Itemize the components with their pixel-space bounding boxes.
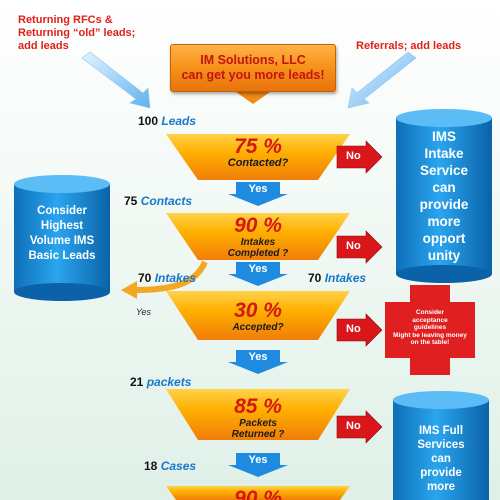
packets-label: 21 packets (130, 375, 192, 389)
no-arrows (336, 140, 383, 444)
left-cylinder-shape (14, 175, 110, 301)
funnel-4-percent: 85 % (234, 395, 282, 418)
title-pointer (236, 92, 270, 104)
funnel-shapes (166, 134, 350, 500)
no-label-1: No (346, 150, 361, 162)
funnel-4-text: 85 % Packets Returned ? (168, 395, 348, 441)
funnel-2-caption-2: Completed ? (227, 248, 289, 259)
funnel-2-caption-1: Intakes (240, 237, 276, 248)
funnel-5-percent: 90 % (234, 487, 282, 500)
left-yes-arrow (121, 260, 208, 299)
contacts-label: 75 Contacts (124, 194, 193, 208)
funnel-1-caption: Contacted? (227, 157, 289, 169)
returning-rfcs-note: Returning RFCs & Returning “old” leads; … (18, 14, 136, 52)
funnel-3-text: 30 % Accepted? (168, 299, 348, 334)
right-cylinder-2-text: IMS Full Services can provide more (417, 425, 465, 493)
intakes-right-label: 70 Intakes (308, 271, 367, 285)
yes-label-3: Yes (248, 351, 268, 363)
side-yes-label: Yes (136, 307, 152, 317)
funnel-2-percent: 90 % (234, 214, 282, 237)
right-diagonal-arrow (347, 51, 417, 109)
funnel-3-caption: Accepted? (232, 322, 284, 333)
referrals-note: Referrals; add leads (356, 40, 462, 52)
funnel-4-caption-2: Returned ? (231, 429, 285, 440)
left-cylinder-text: Consider Highest Volume IMS Basic Leads (28, 205, 96, 262)
funnel-5-text: 90 % (168, 488, 348, 500)
no-label-3: No (346, 323, 361, 335)
yes-label-1: Yes (248, 183, 268, 195)
funnel-1-percent: 75 % (234, 135, 282, 158)
right-cylinder-1-text: IMS Intake Service can provide more oppo… (419, 129, 469, 263)
yes-arrows (228, 182, 288, 477)
funnel-4-caption-1: Packets (239, 418, 277, 429)
leads-label: 100 Leads (138, 114, 197, 128)
yes-label-4: Yes (248, 454, 268, 466)
no-label-2: No (346, 240, 361, 252)
right-cylinder-2-shape (393, 391, 489, 500)
red-cross-shape (385, 285, 475, 375)
funnel-1-text: 75 % Contacted? (168, 136, 348, 169)
cases-label: 18 Cases (144, 459, 197, 473)
no-label-4: No (346, 420, 361, 432)
red-cross-text: Consider acceptance guidelines Might be … (393, 309, 467, 346)
left-diagonal-arrow (81, 51, 151, 109)
title-box: IM Solutions, LLC can get you more leads… (170, 44, 336, 92)
funnel-3-percent: 30 % (234, 299, 282, 322)
right-cylinder-1-shape (396, 109, 492, 283)
funnel-2-text: 90 % Intakes Completed ? (168, 214, 348, 260)
intakes-left-label: 70 Intakes (138, 271, 197, 285)
yes-label-2: Yes (248, 263, 268, 275)
